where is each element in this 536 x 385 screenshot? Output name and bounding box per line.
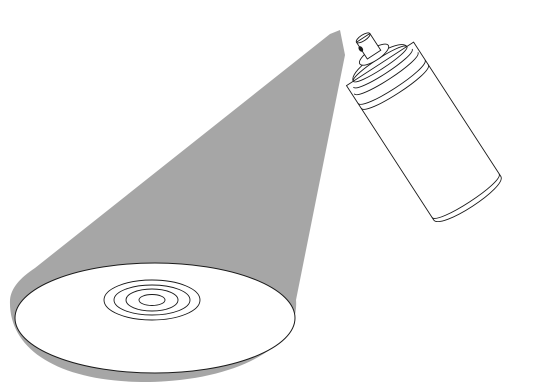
compact-disc [15, 263, 295, 373]
disc-face [15, 263, 295, 373]
spray-can [328, 14, 506, 228]
